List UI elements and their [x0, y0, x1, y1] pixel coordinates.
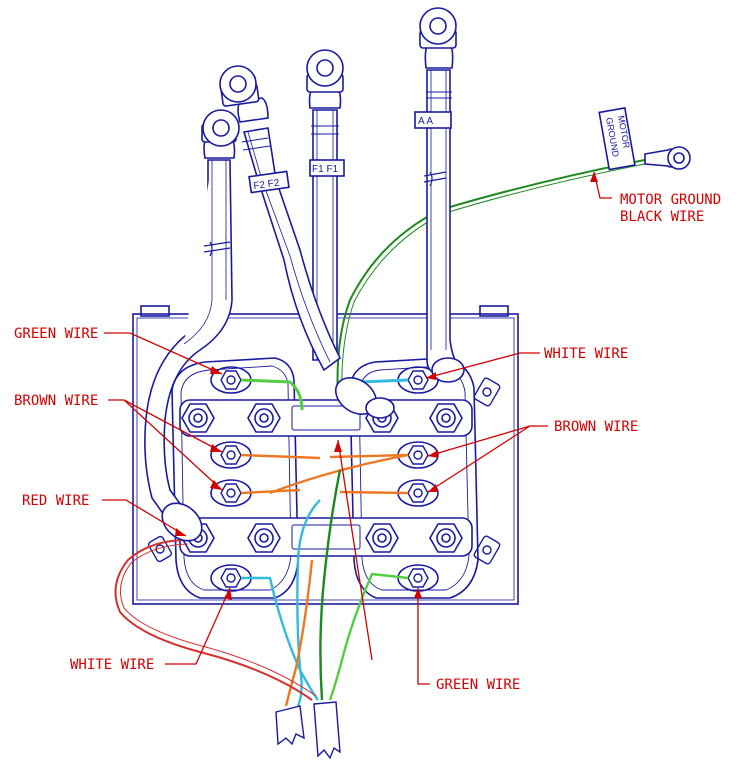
cable-f1	[306, 49, 345, 361]
cable-tag-f1: F1 F1	[312, 164, 339, 175]
brown-wires-right	[269, 453, 409, 495]
motor-ground-wire	[336, 157, 656, 401]
label-green-wire-bottom: GREEN WIRE	[436, 677, 520, 693]
cable-a	[414, 7, 465, 383]
wire-bundle-ends	[275, 701, 341, 760]
motor-ground-ring-terminal	[598, 106, 691, 171]
cable-tag-a: A A	[418, 116, 433, 127]
leader-arrowheads	[175, 172, 598, 600]
label-white-wire-bottom: WHITE WIRE	[70, 657, 154, 673]
brown-wires-left	[240, 453, 321, 495]
label-brown-wire-left: BROWN WIRE	[14, 393, 98, 409]
red-wire	[114, 539, 317, 701]
label-green-wire-left: GREEN WIRE	[14, 326, 98, 342]
label-white-wire-right: WHITE WIRE	[544, 346, 628, 362]
leader-lines	[102, 171, 612, 685]
label-motor-ground-line2: BLACK WIRE	[620, 209, 704, 225]
label-brown-wire-right: BROWN WIRE	[554, 419, 638, 435]
side-brackets	[147, 377, 501, 565]
label-motor-ground-line1: MOTOR GROUND	[620, 192, 721, 208]
white-wire-right	[359, 378, 409, 384]
left-contactor	[171, 357, 299, 599]
label-red-wire: RED WIRE	[22, 493, 89, 509]
green-wire-left	[240, 378, 304, 411]
cable-f2	[219, 65, 395, 419]
bus-bars	[179, 399, 473, 557]
bottom-control-wires	[241, 469, 409, 707]
wire-labels: GREEN WIRE BROWN WIRE RED WIRE WHITE WIR…	[14, 192, 721, 693]
cable-tag-f2: F2 F2	[253, 178, 281, 193]
cable-left	[144, 109, 240, 542]
